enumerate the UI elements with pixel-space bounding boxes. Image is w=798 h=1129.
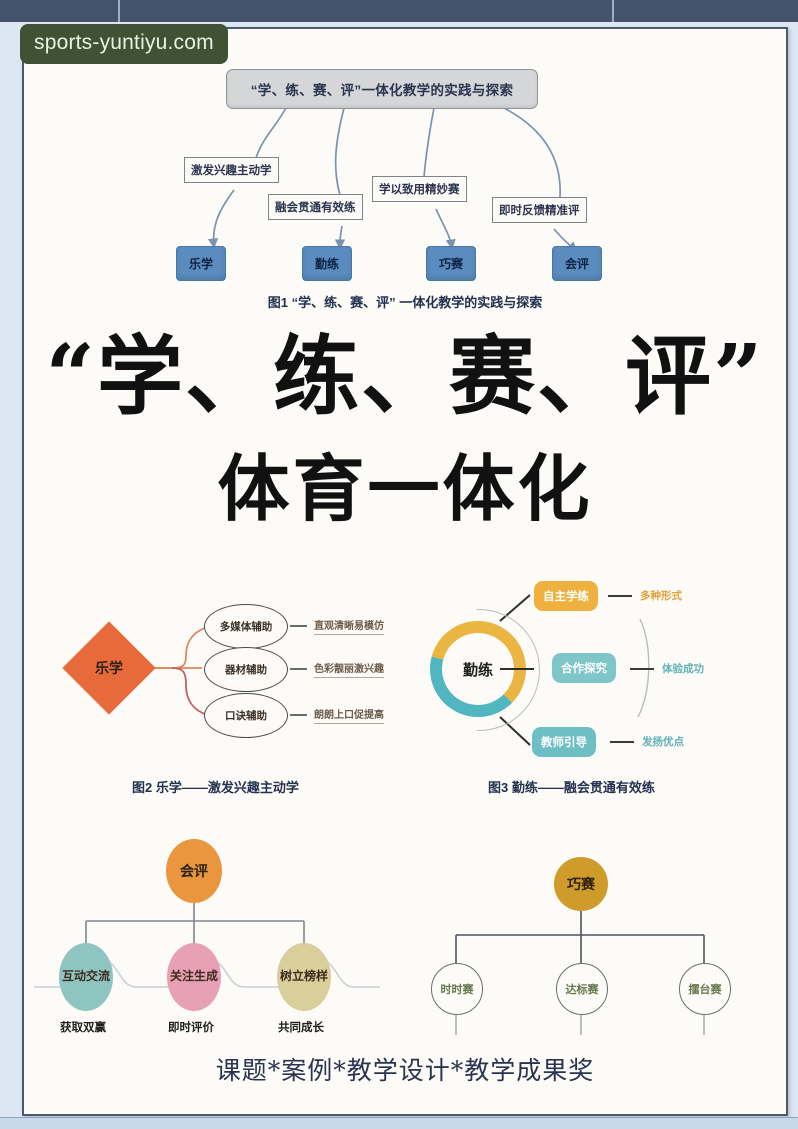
figure-4-node-3-line1: 树立	[279, 969, 304, 984]
figure-2-node-2: 器材辅助	[204, 647, 288, 692]
figure-4-node-3: 树立 榜样	[277, 943, 331, 1011]
figure-3-note-3: 发扬优点	[642, 736, 684, 748]
figure-5-node-3: 擂台赛	[679, 963, 731, 1015]
figure-1-mid-node-2: 融会贯通有效练	[268, 194, 363, 220]
figure-3-qinlian: 勤练 自主学练 合作探究 教师引导 多种形式 体验成功 发扬优点 图3 勤练——…	[404, 569, 786, 819]
figure-4-node-1-line1: 互动	[61, 969, 86, 984]
figure-1-flowchart: “学、练、赛、评”一体化教学的实践与探索 激发兴趣主动学 融会贯通有效练 学以致…	[24, 29, 786, 310]
figure-3-dash-2	[630, 668, 654, 670]
figure-1-leaf-qiaosai: 巧赛	[426, 246, 476, 281]
figure-3-node-1: 自主学练	[534, 581, 598, 611]
figure-1-root-node: “学、练、赛、评”一体化教学的实践与探索	[226, 69, 538, 109]
figure-3-note-2: 体验成功	[662, 663, 704, 675]
figure-4-note-1: 获取双赢	[60, 1022, 106, 1034]
figure-2-note-1: 直观清晰易模仿	[314, 617, 384, 635]
figure-2-dash-1	[290, 625, 307, 627]
topbar-tick-right	[612, 0, 614, 22]
figure-4-huiping: 会评 互动 交流 关注 生成 树立 榜样 获取双赢 即时评价 共同成长	[24, 829, 404, 1059]
figure-4-node-2-line2: 生成	[194, 969, 219, 984]
figure-1-leaf-qinlian: 勤练	[302, 246, 352, 281]
figure-2-center-label: 乐学	[95, 660, 123, 676]
figure-4-node-2-line1: 关注	[169, 969, 194, 984]
figure-1-leaf-lexue: 乐学	[176, 246, 226, 281]
figure-4-note-3: 共同成长	[278, 1022, 324, 1034]
site-watermark: sports-yuntiyu.com	[20, 24, 228, 64]
figure-5-center-node: 巧赛	[554, 857, 608, 911]
figure-1-mid-node-4: 即时反馈精准评	[492, 197, 587, 223]
figure-3-note-1: 多种形式	[640, 590, 682, 602]
figure-5-node-2: 达标赛	[556, 963, 608, 1015]
figure-4-node-2: 关注 生成	[167, 943, 221, 1011]
figure-3-dash-3	[610, 741, 634, 743]
figure-3-dash-1	[608, 595, 632, 597]
figure-3-caption: 图3 勤练——融会贯通有效练	[488, 780, 655, 795]
figure-2-dash-3	[290, 714, 307, 716]
figure-5-node-1: 时时赛	[431, 963, 483, 1015]
figure-5-qiaosai: 巧赛 时时赛 达标赛 擂台赛	[404, 849, 786, 1059]
figure-3-node-2: 合作探究	[552, 653, 616, 683]
poster-footer-text: 课题*案例*教学设计*教学成果奖	[215, 1056, 595, 1085]
figure-4-node-1-line2: 交流	[86, 969, 111, 984]
figure-2-node-3: 口诀辅助	[204, 693, 288, 738]
figure-3-spoke-middle	[500, 668, 534, 670]
figure-2-note-2: 色彩靓丽激兴趣	[314, 660, 384, 678]
window-bottom-bar	[0, 1117, 798, 1129]
figure-2-dash-2	[290, 668, 307, 670]
figure-1-leaf-huiping: 会评	[552, 246, 602, 281]
figure-4-node-3-line2: 榜样	[304, 969, 329, 984]
figure-2-lexue: 乐学 多媒体辅助 器材辅助 口诀辅助 直观清晰易模仿 色彩靓丽激兴趣 朗朗上口促…	[24, 569, 404, 819]
figure-1-mid-node-1: 激发兴趣主动学	[184, 157, 279, 183]
figure-4-center-node: 会评	[166, 839, 222, 903]
poster-title-line-2: 体育一体化	[217, 446, 593, 531]
figure-2-note-3: 朗朗上口促提高	[314, 706, 384, 724]
figure-2-connectors	[150, 626, 209, 716]
document-page: “学、练、赛、评”一体化教学的实践与探索 激发兴趣主动学 融会贯通有效练 学以致…	[22, 27, 788, 1116]
window-top-bar	[0, 0, 798, 22]
figure-3-node-3: 教师引导	[532, 727, 596, 757]
figure-4-note-2: 即时评价	[168, 1022, 214, 1034]
figure-1-connectors	[207, 107, 578, 253]
poster-title-line-1: “学、练、赛、评”	[45, 326, 765, 427]
figure-4-node-1: 互动 交流	[59, 943, 113, 1011]
figure-5-connectors	[455, 911, 705, 1035]
figure-2-caption: 图2 乐学——激发兴趣主动学	[132, 780, 299, 795]
topbar-tick-left	[118, 0, 120, 22]
figure-2-node-1: 多媒体辅助	[204, 604, 288, 649]
figure-1-mid-node-3: 学以致用精妙赛	[372, 176, 467, 202]
figure-1-caption: 图1 “学、练、赛、评” 一体化教学的实践与探索	[267, 295, 543, 310]
